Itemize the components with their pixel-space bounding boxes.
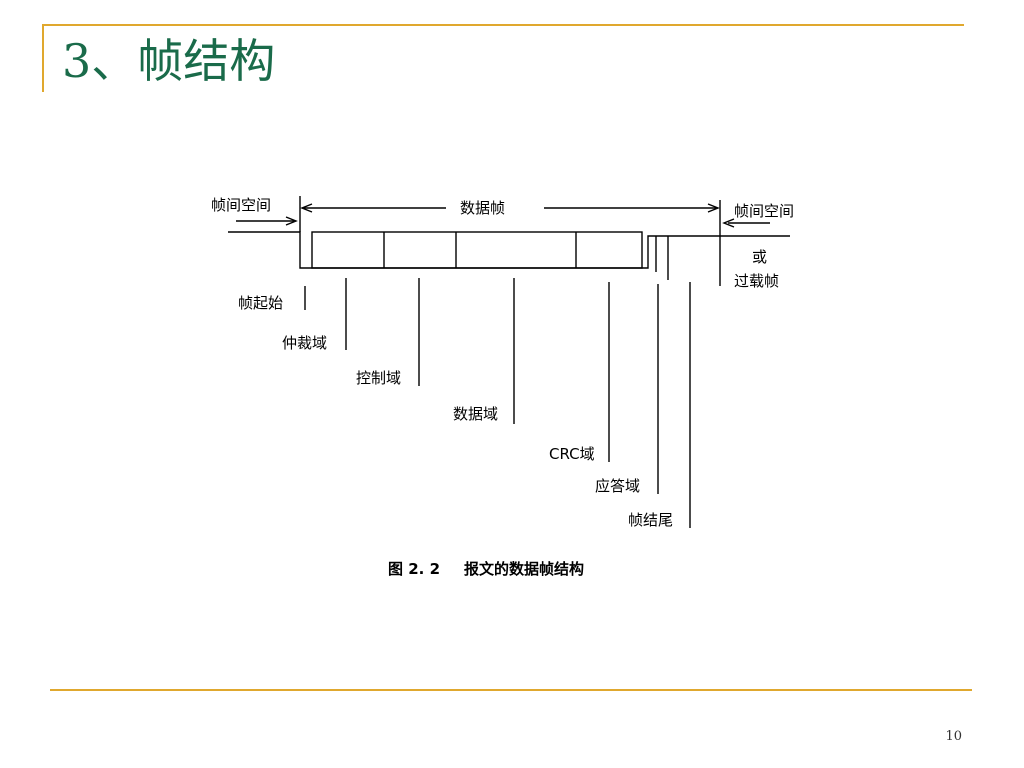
title-accent-top-line [42, 24, 964, 26]
label-overload-frame: 过载帧 [734, 272, 779, 290]
label-data-field: 数据域 [453, 405, 498, 423]
label-arbitration-field: 仲裁域 [282, 334, 327, 352]
label-crc-field: CRC域 [549, 445, 595, 463]
left-gap-arrowhead [285, 216, 298, 226]
data-frame-arrowhead-right [707, 203, 720, 213]
title-accent-left-line [42, 24, 44, 92]
label-end-of-frame: 帧结尾 [628, 511, 673, 529]
label-left-interframe-space: 帧间空间 [211, 196, 271, 214]
figure-caption: 报文的数据帧结构 [464, 560, 584, 578]
data-frame-arrowhead-left [300, 203, 313, 213]
right-gap-arrowhead [722, 218, 735, 228]
label-data-frame: 数据帧 [460, 199, 505, 217]
frame-body-box [311, 231, 643, 269]
label-control-field: 控制域 [356, 369, 401, 387]
slide-title: 3、帧结构 [62, 34, 276, 88]
label-start-of-frame: 帧起始 [238, 294, 283, 312]
figure-number: 图 2. 2 [388, 560, 440, 578]
label-ack-field: 应答域 [595, 477, 640, 495]
label-right-interframe-space: 帧间空间 [734, 202, 794, 220]
label-or: 或 [752, 248, 767, 266]
footer-accent-line [50, 689, 972, 691]
page-number: 10 [945, 729, 962, 744]
